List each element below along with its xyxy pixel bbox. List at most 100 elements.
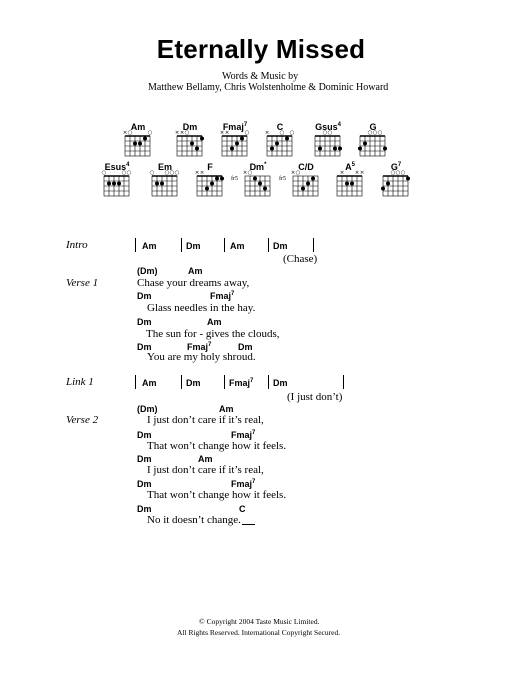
chord-diagram-name: Am [130,122,146,132]
svg-text:○: ○ [373,130,378,136]
chord-symbol: Am [207,317,222,327]
chord-symbol: Dm [137,454,152,464]
chord-grid-esus4 [103,175,130,197]
svg-text:○: ○ [150,170,155,176]
bar-line [224,375,225,389]
song-title: Eternally Missed [156,34,366,64]
svg-text:○: ○ [185,130,190,136]
svg-text:×: × [265,130,270,136]
chord-symbol: Am [198,454,213,464]
chord-symbol: Dm [137,430,152,440]
lyric-line: I just don’t care if it’s real, [147,464,264,476]
bar-line [343,375,344,389]
lyric-line: That won’t change how it feels. [147,440,287,452]
bar-line [135,375,136,389]
chord-diagram-name: C [276,122,284,132]
chord-symbol: Dm [238,342,253,352]
svg-text:×: × [360,170,365,176]
chord-diagram-name: Esus4 [104,162,130,172]
section-label-intro: Intro [66,239,88,251]
svg-text:○: ○ [245,130,250,136]
chord-symbol: Fmaj7 [231,430,256,440]
chord-diagram-name: C/D [298,162,314,172]
chord-diagram-name: Fmaj7 [222,122,248,132]
chord-symbol: Am [142,241,157,251]
svg-text:×: × [225,130,230,136]
svg-text:○: ○ [170,170,175,176]
extender-line [242,524,255,525]
svg-text:×: × [195,170,200,176]
chord-symbol: C [239,504,246,514]
svg-text:○: ○ [165,170,170,176]
bar-line [268,375,269,389]
svg-text:○: ○ [102,170,107,176]
svg-text:○: ○ [175,170,180,176]
svg-text:○: ○ [391,170,396,176]
lyric-line: You are my holy shroud. [147,351,256,363]
chord-symbol: Am [230,241,245,251]
svg-text:×: × [200,170,205,176]
svg-text:○: ○ [396,170,401,176]
chord-symbol: Fmaj7 [231,479,256,489]
svg-text:○: ○ [122,170,127,176]
svg-text:×: × [340,170,345,176]
chord-grid-gsus4 [314,135,341,157]
bar-line [224,238,225,252]
chord-grid-a5 [336,175,363,197]
chord-diagram-name: G [369,122,377,132]
svg-text:○: ○ [368,130,373,136]
chord-diagram-name: F [207,162,213,172]
chord-symbol: Fmaj7 [210,291,235,301]
lyric-line: That won’t change how it feels. [147,489,287,501]
bar-line [181,238,182,252]
svg-text:○: ○ [148,130,153,136]
lyric-line: No it doesn’t change. [147,514,241,526]
bar-line [268,238,269,252]
svg-text:○: ○ [280,130,285,136]
chord-grid-fmaj7 [221,135,248,157]
chord-symbol: Dm [137,479,152,489]
svg-text:○: ○ [290,130,295,136]
section-label-link-1: Link 1 [66,376,94,388]
copyright-line-2: All Rights Reserved. International Copyr… [177,628,341,637]
svg-text:×: × [180,130,185,136]
chord-symbol: (Dm) [137,266,158,276]
chord-diagram-name: A5 [345,162,355,172]
chord-grid-dm [176,135,203,157]
chord-grid-em [151,175,178,197]
bar-line [135,238,136,252]
chord-symbol: Am [142,378,157,388]
chord-diagram-name: Dm* [249,162,267,172]
chord-symbol: Fmaj7 [187,342,212,352]
credits-line-1: Words & Music by [222,71,299,82]
svg-text:×: × [243,170,248,176]
svg-text:○: ○ [328,130,333,136]
lyric-line: I just don’t care if it’s real, [147,414,264,426]
svg-text:○: ○ [296,170,301,176]
chord-symbol: Dm [137,291,152,301]
fret-label: fr5 [279,176,286,182]
svg-text:×: × [355,170,360,176]
chord-grid-g7 [382,175,409,197]
chord-grids-svg: ×○○ ××○ ××○ ×○○ ○○ ○○○ ○○○ ○○○○ ×× ×○ ×○… [102,130,410,197]
svg-text:×: × [291,170,296,176]
svg-text:○: ○ [128,130,133,136]
chord-symbol: Dm [137,317,152,327]
chord-grid-am [124,135,151,157]
chord-diagrams: ×○○ ××○ ××○ ×○○ ○○ ○○○ ○○○ ○○○○ ×× ×○ ×○… [0,0,522,200]
svg-text:×: × [123,130,128,136]
chord-symbol: Am [219,404,234,414]
bar-line [181,375,182,389]
section-label-verse-2: Verse 2 [66,414,99,426]
link-note: (I just don’t) [287,391,343,403]
chord-symbol: Dm [273,378,288,388]
intro-note: (Chase) [283,253,318,265]
chord-diagram-name: G7 [390,162,402,172]
chord-diagram-name: Gsus4 [315,122,341,132]
svg-text:○: ○ [378,130,383,136]
chord-grid-dm-star [244,175,271,197]
lyric-line: Glass needles in the hay. [147,302,256,314]
chord-diagram-name: Dm [182,122,198,132]
lyric-line: Chase your dreams away, [137,277,250,289]
lyric-line: The sun for - gives the clouds, [146,328,280,340]
